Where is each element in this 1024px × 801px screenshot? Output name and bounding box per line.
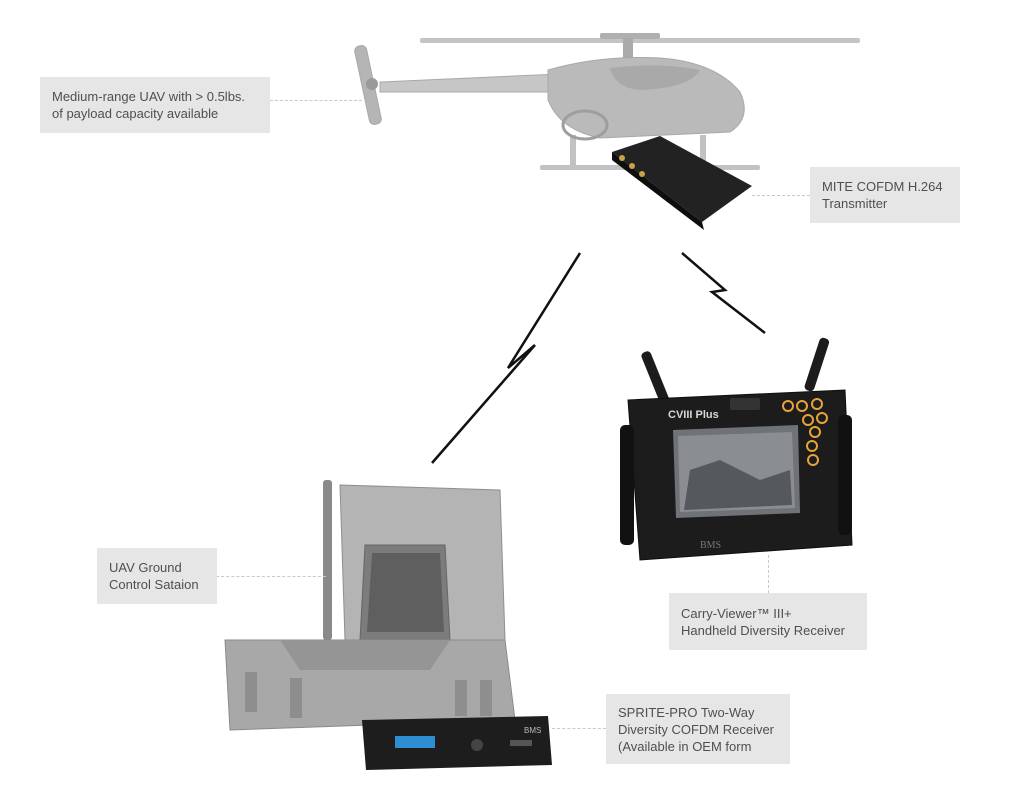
- sprite-label: SPRITE-PRO Two-Way Diversity COFDM Recei…: [606, 694, 790, 764]
- ground-station-label-line1: UAV Ground: [109, 560, 182, 575]
- ground-station-leader-line: [216, 576, 326, 577]
- transmitter-label: MITE COFDM H.264 Transmitter: [810, 167, 960, 223]
- uav-label: Medium-range UAV with > 0.5lbs. of paylo…: [40, 77, 270, 133]
- sprite-label-line3: (Available in OEM form: [618, 738, 752, 754]
- handheld-label-line2: Handheld Diversity Receiver: [681, 622, 846, 638]
- handheld-brand-text: BMS: [700, 540, 721, 551]
- uav-leader-line: [270, 100, 362, 101]
- transmitter-label-line2: Transmitter: [822, 196, 888, 211]
- handheld-title-text: CVIII Plus: [668, 409, 719, 421]
- transmitter-label-line1: MITE COFDM H.264: [822, 179, 943, 194]
- handheld-label: Carry-Viewer™ III+ Handheld Diversity Re…: [669, 593, 867, 650]
- ground-station-label: UAV Ground Control Sataion: [97, 548, 217, 604]
- uav-helicopter-illustration: [354, 33, 860, 170]
- handheld-button-cluster: [782, 398, 828, 466]
- carry-viewer-handheld-illustration: CVIII Plus BMS: [620, 337, 853, 561]
- ground-control-station-illustration: [224, 480, 516, 731]
- radio-link-left: [431, 252, 582, 464]
- receiver-brand-text: BMS: [524, 726, 541, 735]
- sprite-pro-receiver-illustration: BMS: [362, 716, 552, 770]
- sprite-leader-line: [552, 728, 606, 729]
- sprite-label-line2: Diversity COFDM Receiver: [618, 721, 775, 737]
- handheld-label-line1: Carry-Viewer™ III+: [681, 605, 792, 621]
- handheld-leader-line: [768, 555, 769, 593]
- radio-link-right: [681, 252, 766, 334]
- uav-label-line2: of payload capacity available: [52, 106, 219, 121]
- ground-station-label-line2: Control Sataion: [109, 577, 199, 592]
- uav-label-line1: Medium-range UAV with > 0.5lbs.: [52, 89, 246, 104]
- mite-transmitter-illustration: [612, 136, 752, 230]
- sprite-label-line1: SPRITE-PRO Two-Way: [618, 704, 755, 720]
- transmitter-leader-line: [752, 195, 810, 196]
